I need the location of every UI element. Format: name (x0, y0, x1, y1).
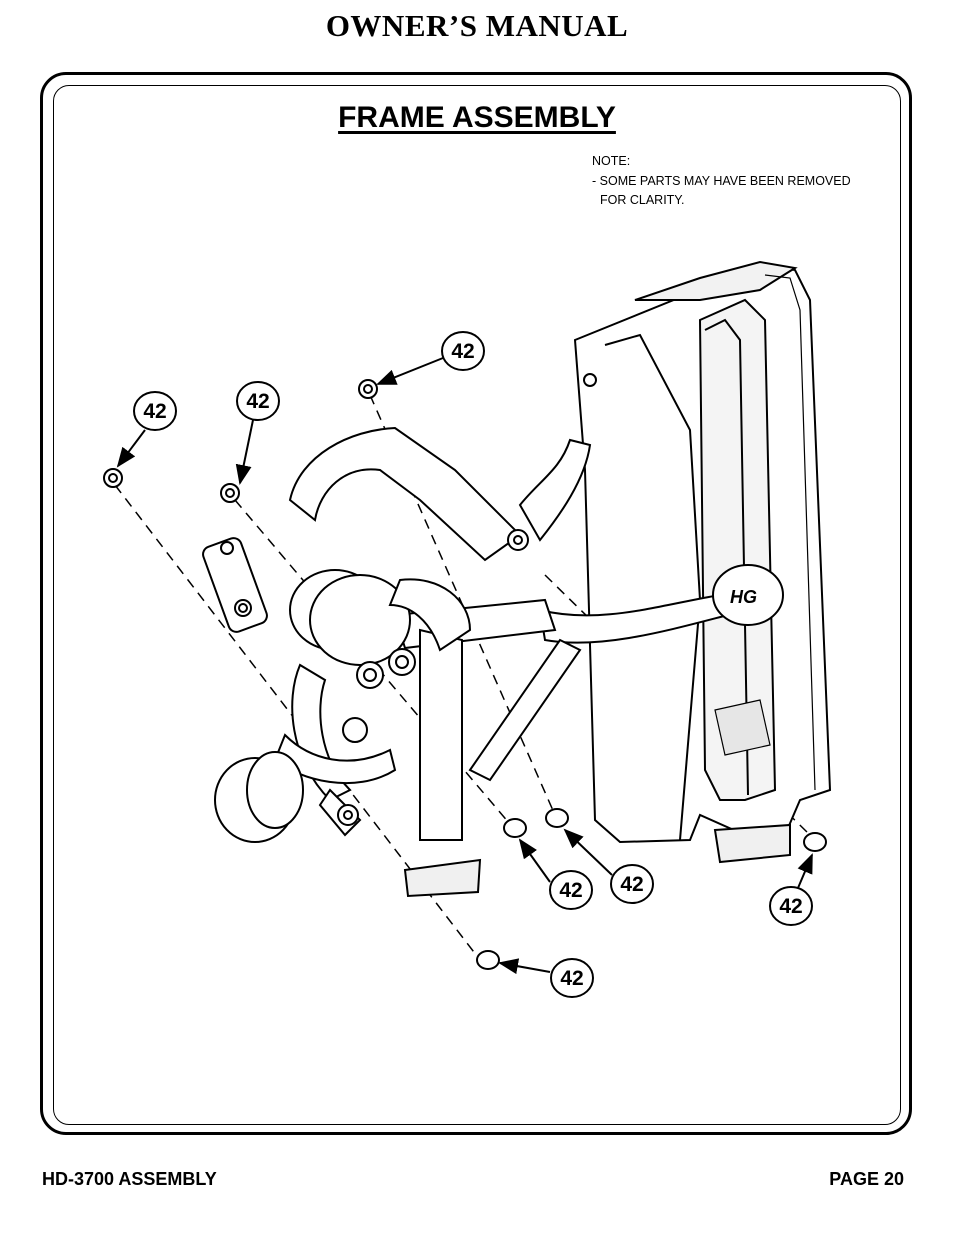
note-line-2: FOR CLARITY. (600, 193, 685, 207)
callout-balloon (769, 886, 813, 926)
callout-balloon (133, 391, 177, 431)
page-frame-outer (40, 72, 912, 1135)
note-line-1: - SOME PARTS MAY HAVE BEEN REMOVED (592, 173, 851, 188)
bolt-heads (238, 373, 597, 826)
callout-balloon (610, 864, 654, 904)
pivot-hub (202, 537, 472, 843)
callout-number: 42 (451, 340, 474, 363)
footer-page-number: PAGE 20 (829, 1169, 904, 1189)
callout-number: 42 (620, 873, 643, 896)
part-end-caps (476, 808, 827, 970)
footer-model: HD-3700 ASSEMBLY (42, 1169, 217, 1189)
brand-medallion-icon: HG (712, 564, 784, 626)
callout-number: 42 (246, 390, 269, 413)
callout-number: 42 (779, 895, 802, 918)
callout-balloon (236, 381, 280, 421)
callout-number: 42 (143, 400, 166, 423)
assembly-note: NOTE: - SOME PARTS MAY HAVE BEEN REMOVED… (592, 152, 851, 211)
callout-balloon (549, 870, 593, 910)
weight-stack-shroud (573, 260, 832, 844)
part-nuts (103, 379, 378, 503)
note-heading: NOTE: (592, 154, 631, 168)
section-title: FRAME ASSEMBLY (338, 101, 616, 134)
callout-number: 42 (560, 967, 583, 990)
callout-balloons: 42 42 42 42 42 42 42 (133, 331, 813, 998)
svg-text:HG: HG (730, 587, 757, 607)
callout-balloon (441, 331, 485, 371)
page-frame-inner (53, 85, 901, 1125)
callout-leaders (116, 357, 813, 975)
page-title: OWNER’S MANUAL (325, 8, 629, 43)
callout-number: 42 (559, 879, 582, 902)
callout-balloon (550, 958, 594, 998)
